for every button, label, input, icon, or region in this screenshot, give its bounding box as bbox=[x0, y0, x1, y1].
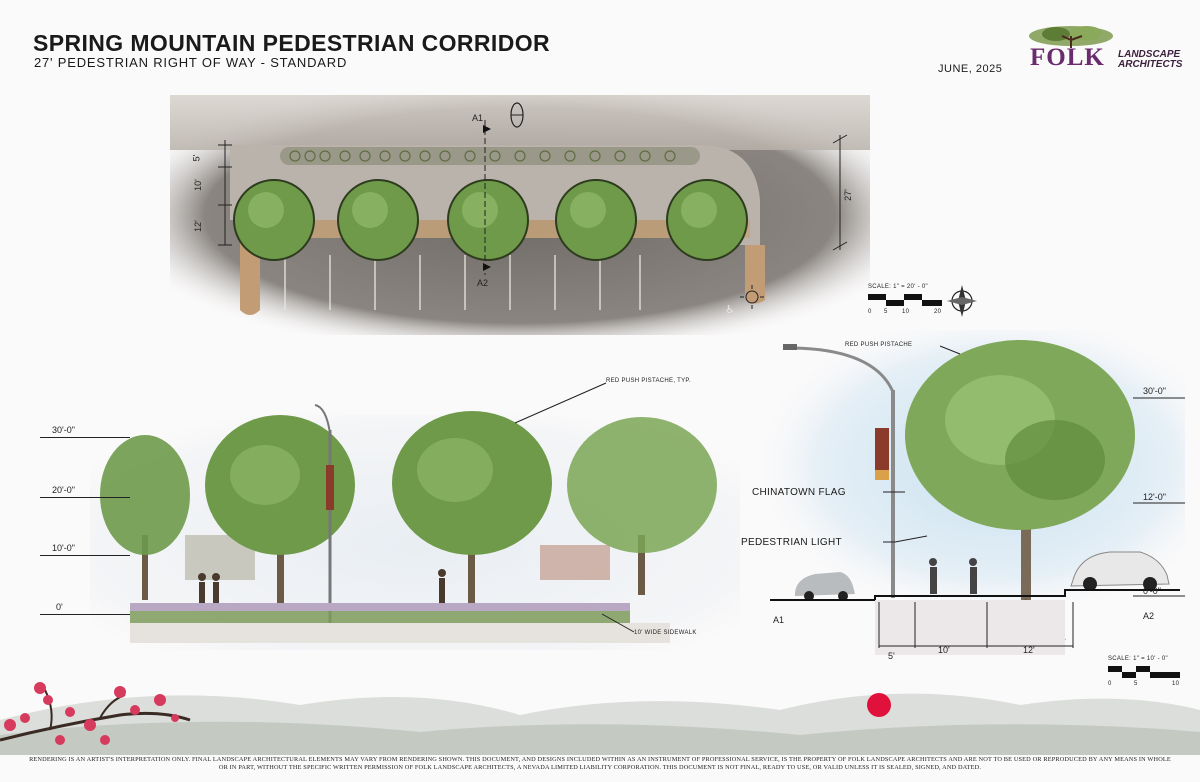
callout-tree-elevation: RED PUSH PISTACHE, TYP. bbox=[606, 378, 691, 384]
street-section bbox=[765, 330, 1185, 655]
section-height-12: 12'-0" bbox=[1143, 492, 1166, 502]
page-title: SPRING MOUNTAIN PEDESTRIAN CORRIDOR bbox=[33, 30, 551, 56]
red-sun-icon bbox=[867, 693, 891, 717]
section-marker-a2-plan: A2 bbox=[477, 278, 489, 288]
mountain-backdrop bbox=[0, 693, 1200, 755]
elevation-tree bbox=[392, 411, 552, 605]
plan-dimension-left bbox=[218, 140, 232, 246]
elevation-light-pole bbox=[314, 404, 334, 625]
elevation-tree bbox=[100, 435, 190, 600]
callout-leader bbox=[601, 613, 635, 633]
section-marker-a1: A1 bbox=[773, 615, 785, 625]
street-elevation bbox=[90, 404, 740, 650]
section-marker-a1-plan: A1 bbox=[472, 113, 484, 123]
section-pedestrians bbox=[929, 558, 977, 594]
section-height-30: 30'-0" bbox=[1143, 386, 1166, 396]
plan-scale-bar: SCALE: 1" = 20' - 0" 0 5 10 20 bbox=[868, 284, 942, 315]
section-dim-5: 5' bbox=[888, 651, 895, 661]
car-left bbox=[795, 572, 855, 601]
section-ground-line bbox=[770, 589, 1180, 601]
section-light-pole bbox=[783, 344, 895, 598]
elevation-tree bbox=[567, 417, 717, 595]
legal-disclaimer: RENDERING IS AN ARTIST'S INTERPRETATION … bbox=[29, 756, 1171, 771]
logo-subtext: LANDSCAPE ARCHITECTS bbox=[1118, 49, 1183, 70]
label-pedestrian-light: PEDESTRIAN LIGHT bbox=[741, 537, 842, 548]
pedestrian-figures bbox=[198, 569, 446, 607]
callout-leader bbox=[514, 382, 607, 424]
section-marker-a2: A2 bbox=[1143, 611, 1155, 621]
callout-sidewalk: 10' WIDE SIDEWALK bbox=[634, 630, 697, 636]
plan-tree bbox=[447, 179, 529, 261]
chinatown-flag bbox=[875, 428, 889, 480]
north-arrow-icon bbox=[947, 285, 977, 317]
callout-tree-section: RED PUSH PISTACHE bbox=[845, 342, 913, 348]
section-dim-12: 12' bbox=[1023, 645, 1035, 655]
section-height-0: 0'-0" bbox=[1143, 586, 1161, 596]
sidewalk-elevation bbox=[130, 603, 630, 611]
logo-wordmark: FOLK bbox=[1030, 44, 1105, 71]
elevation-height-scale: 30'-0" 20'-0" 10'-0" 0' bbox=[40, 425, 135, 625]
plan-tree bbox=[337, 179, 419, 261]
plan-tree bbox=[666, 179, 748, 261]
accessible-parking-icon: ♿ bbox=[725, 303, 735, 316]
plan-tree bbox=[233, 179, 315, 261]
page-subtitle: 27' PEDESTRIAN RIGHT OF WAY - STANDARD bbox=[34, 55, 348, 70]
label-chinatown-flag: CHINATOWN FLAG bbox=[752, 487, 846, 498]
plan-dim-10: 10' bbox=[192, 179, 203, 191]
section-arrow-icon bbox=[483, 263, 491, 271]
plan-dimension-right bbox=[832, 134, 848, 251]
section-arrow-icon bbox=[483, 125, 491, 133]
elevation-tree bbox=[205, 415, 355, 605]
section-dim-10: 10' bbox=[938, 645, 950, 655]
company-logo: FOLK LANDSCAPE ARCHITECTS bbox=[1026, 24, 1186, 76]
plan-tree bbox=[555, 179, 637, 261]
section-scale-bar: SCALE: 1" = 10' - 0" 0 5 10 bbox=[1108, 656, 1180, 687]
logo-tree-icon bbox=[1029, 26, 1113, 48]
plan-dim-27: 27' bbox=[842, 189, 853, 201]
plan-dim-12: 12' bbox=[192, 220, 203, 232]
parking-stripes bbox=[284, 255, 641, 310]
section-leaders bbox=[883, 345, 961, 543]
cherry-blossom-branch bbox=[0, 682, 191, 745]
plan-dim-5: 5' bbox=[191, 154, 202, 162]
sun-symbol-icon bbox=[740, 285, 764, 309]
car-right bbox=[1070, 551, 1170, 591]
site-plan: ♿ bbox=[170, 95, 870, 335]
date-label: JUNE, 2025 bbox=[938, 63, 1003, 75]
